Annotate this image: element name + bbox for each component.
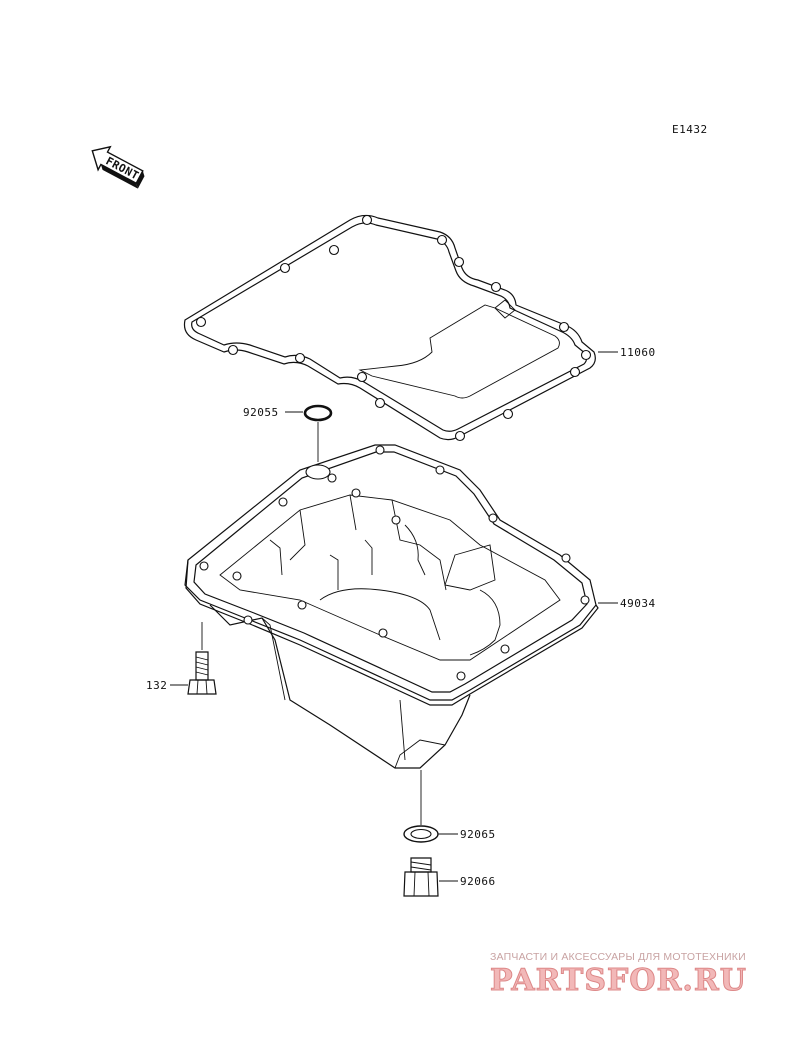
part-label-92066: 92066	[460, 875, 496, 888]
part-label-11060: 11060	[620, 346, 656, 359]
bolt-132	[170, 622, 217, 695]
gasket-11060	[183, 214, 618, 442]
part-label-49034: 49034	[620, 597, 656, 610]
o-ring-92055	[285, 404, 333, 462]
part-label-92065: 92065	[460, 828, 496, 841]
watermark-tagline: ЗАПЧАСТИ И АКСЕССУАРЫ ДЛЯ МОТОТЕХНИКИ	[490, 951, 746, 963]
watermark-logo: PARTSFOR.RU	[490, 963, 747, 999]
washer-92065	[403, 770, 458, 843]
front-arrow-icon: FRONT	[91, 145, 145, 189]
drain-plug-92066	[403, 857, 458, 897]
part-label-132: 132	[146, 679, 167, 692]
part-label-92055: 92055	[243, 406, 279, 419]
oil-pan-49034	[184, 444, 618, 769]
diagram-code: E1432	[672, 123, 708, 136]
